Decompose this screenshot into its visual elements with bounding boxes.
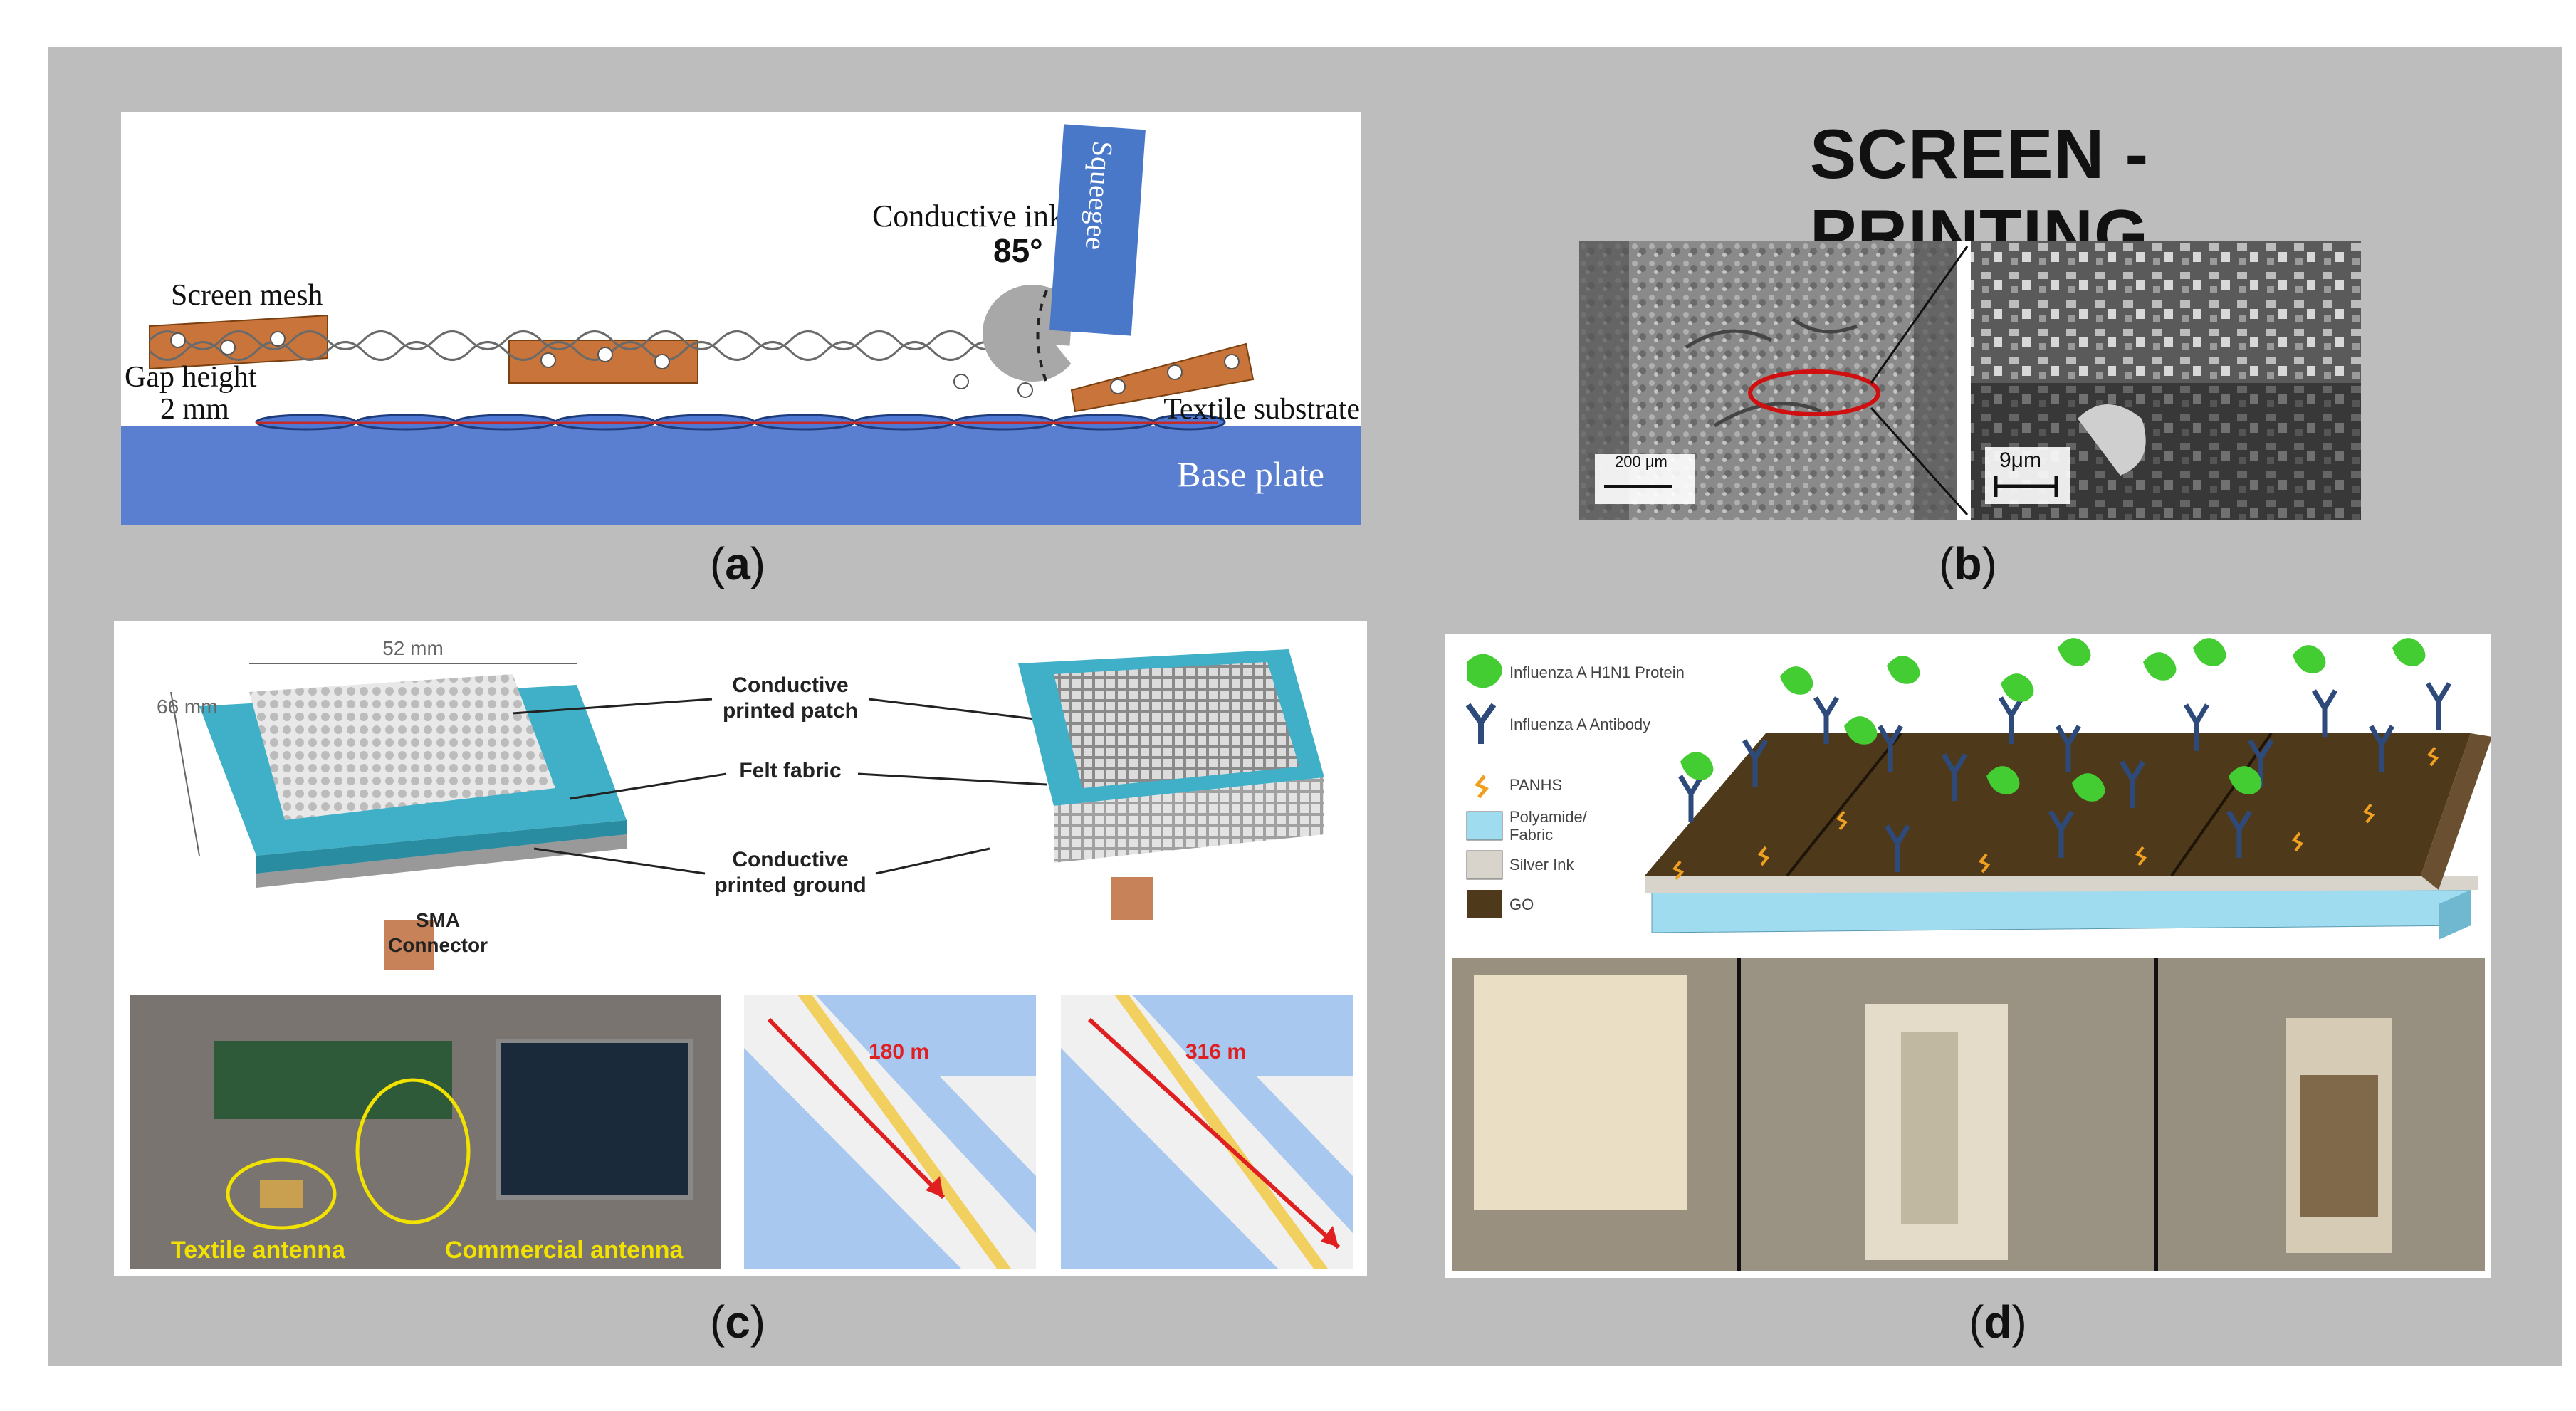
legend-protein-icon (1467, 654, 1502, 688)
caption-b: (b) (1939, 538, 1997, 589)
legend-go-swatch (1467, 890, 1502, 918)
felt-label: Felt fabric (739, 759, 841, 782)
sma-connector-left (384, 920, 434, 970)
commercial-antenna-highlight (355, 1078, 471, 1224)
sma-label-line2: Connector (388, 934, 488, 956)
fabric-sample-plain (1474, 975, 1687, 1210)
squeegee-label: Squeegee (1079, 140, 1119, 251)
panel-c-textile-antenna: SMA Connector 52 mm 66 mm Conductive pri… (114, 621, 1367, 1276)
gap-height-label: Gap height (125, 361, 257, 394)
caption-a: (a) (709, 538, 766, 589)
caption-d: (d) (1969, 1296, 2027, 1348)
scale-bar-200um: 200 μm (1615, 453, 1667, 471)
panel-b-sem-images: 200 μm 9μm (1579, 241, 2361, 520)
panel-d-biosensor: Influenza A H1N1 Protein Influenza A Ant… (1445, 634, 2492, 1278)
legend-silver: Silver Ink (1509, 856, 1574, 874)
angle-label: 85° (993, 232, 1043, 269)
distance-label-180m: 180 m (869, 1040, 929, 1064)
proteins (1680, 638, 2426, 802)
commercial-antenna-label: Commercial antenna (445, 1237, 684, 1264)
patch-label-line1: Conductive (732, 673, 848, 697)
base-plate (121, 426, 1361, 525)
legend-polyamide-line2: Fabric (1509, 826, 1553, 844)
squeegee: Squeegee (1049, 124, 1146, 383)
ground-label-line2: printed ground (714, 874, 866, 897)
sma-label-line1: SMA (416, 909, 460, 931)
panel-a-screen-printing-schematic: Base plate (121, 112, 1361, 525)
sma-connector-right (1111, 877, 1153, 920)
legend-polyamide-swatch (1466, 811, 1503, 841)
screen-mesh-label: Screen mesh (171, 279, 323, 312)
legend-panhs-icon (1475, 775, 1489, 799)
legend-polyamide-line1: Polyamide/ (1509, 808, 1588, 826)
legend-protein: Influenza A H1N1 Protein (1509, 663, 1685, 681)
screen-mesh-wires (148, 330, 1077, 361)
distance-label-316m: 316 m (1185, 1040, 1246, 1064)
ground-label-line1: Conductive (732, 848, 848, 871)
sem-highlight-circle (1748, 369, 1880, 416)
caption-c: (c) (709, 1296, 766, 1348)
textile-substrate-label: Textile substrate (1163, 393, 1360, 426)
conductive-printed-patch-right (1054, 662, 1299, 788)
commercial-antenna-photo (496, 1039, 693, 1200)
legend-silver-swatch (1466, 850, 1503, 880)
polyamide-fabric-layer (1651, 889, 2471, 933)
gap-height-value: 2 mm (160, 393, 229, 426)
panhs-linkers (1672, 746, 2439, 881)
conductive-printed-patch-left (249, 674, 555, 820)
screen-mesh-threads (170, 331, 1240, 398)
antibodies (1677, 682, 2452, 872)
legend-antibody: Influenza A Antibody (1509, 715, 1650, 733)
conductive-printed-ground-right (1054, 777, 1324, 863)
patch-label-line2: printed patch (723, 699, 858, 723)
legend-antibody-icon (1465, 703, 1497, 744)
textile-antenna-highlight (226, 1158, 337, 1230)
textile-antenna-label: Textile antenna (171, 1237, 346, 1264)
silver-ink-layer (1645, 876, 2478, 893)
go-layer (1645, 733, 2471, 876)
legend-panhs: PANHS (1509, 776, 1562, 794)
legend-go: GO (1509, 896, 1534, 913)
conductive-ink-label: Conductive ink (872, 199, 1064, 234)
width-dimension-label: 52 mm (382, 637, 444, 659)
height-dimension-label: 66 mm (157, 696, 218, 718)
base-plate-label: Base plate (1177, 454, 1324, 494)
scale-bar-9um: 9μm (1999, 449, 2041, 472)
